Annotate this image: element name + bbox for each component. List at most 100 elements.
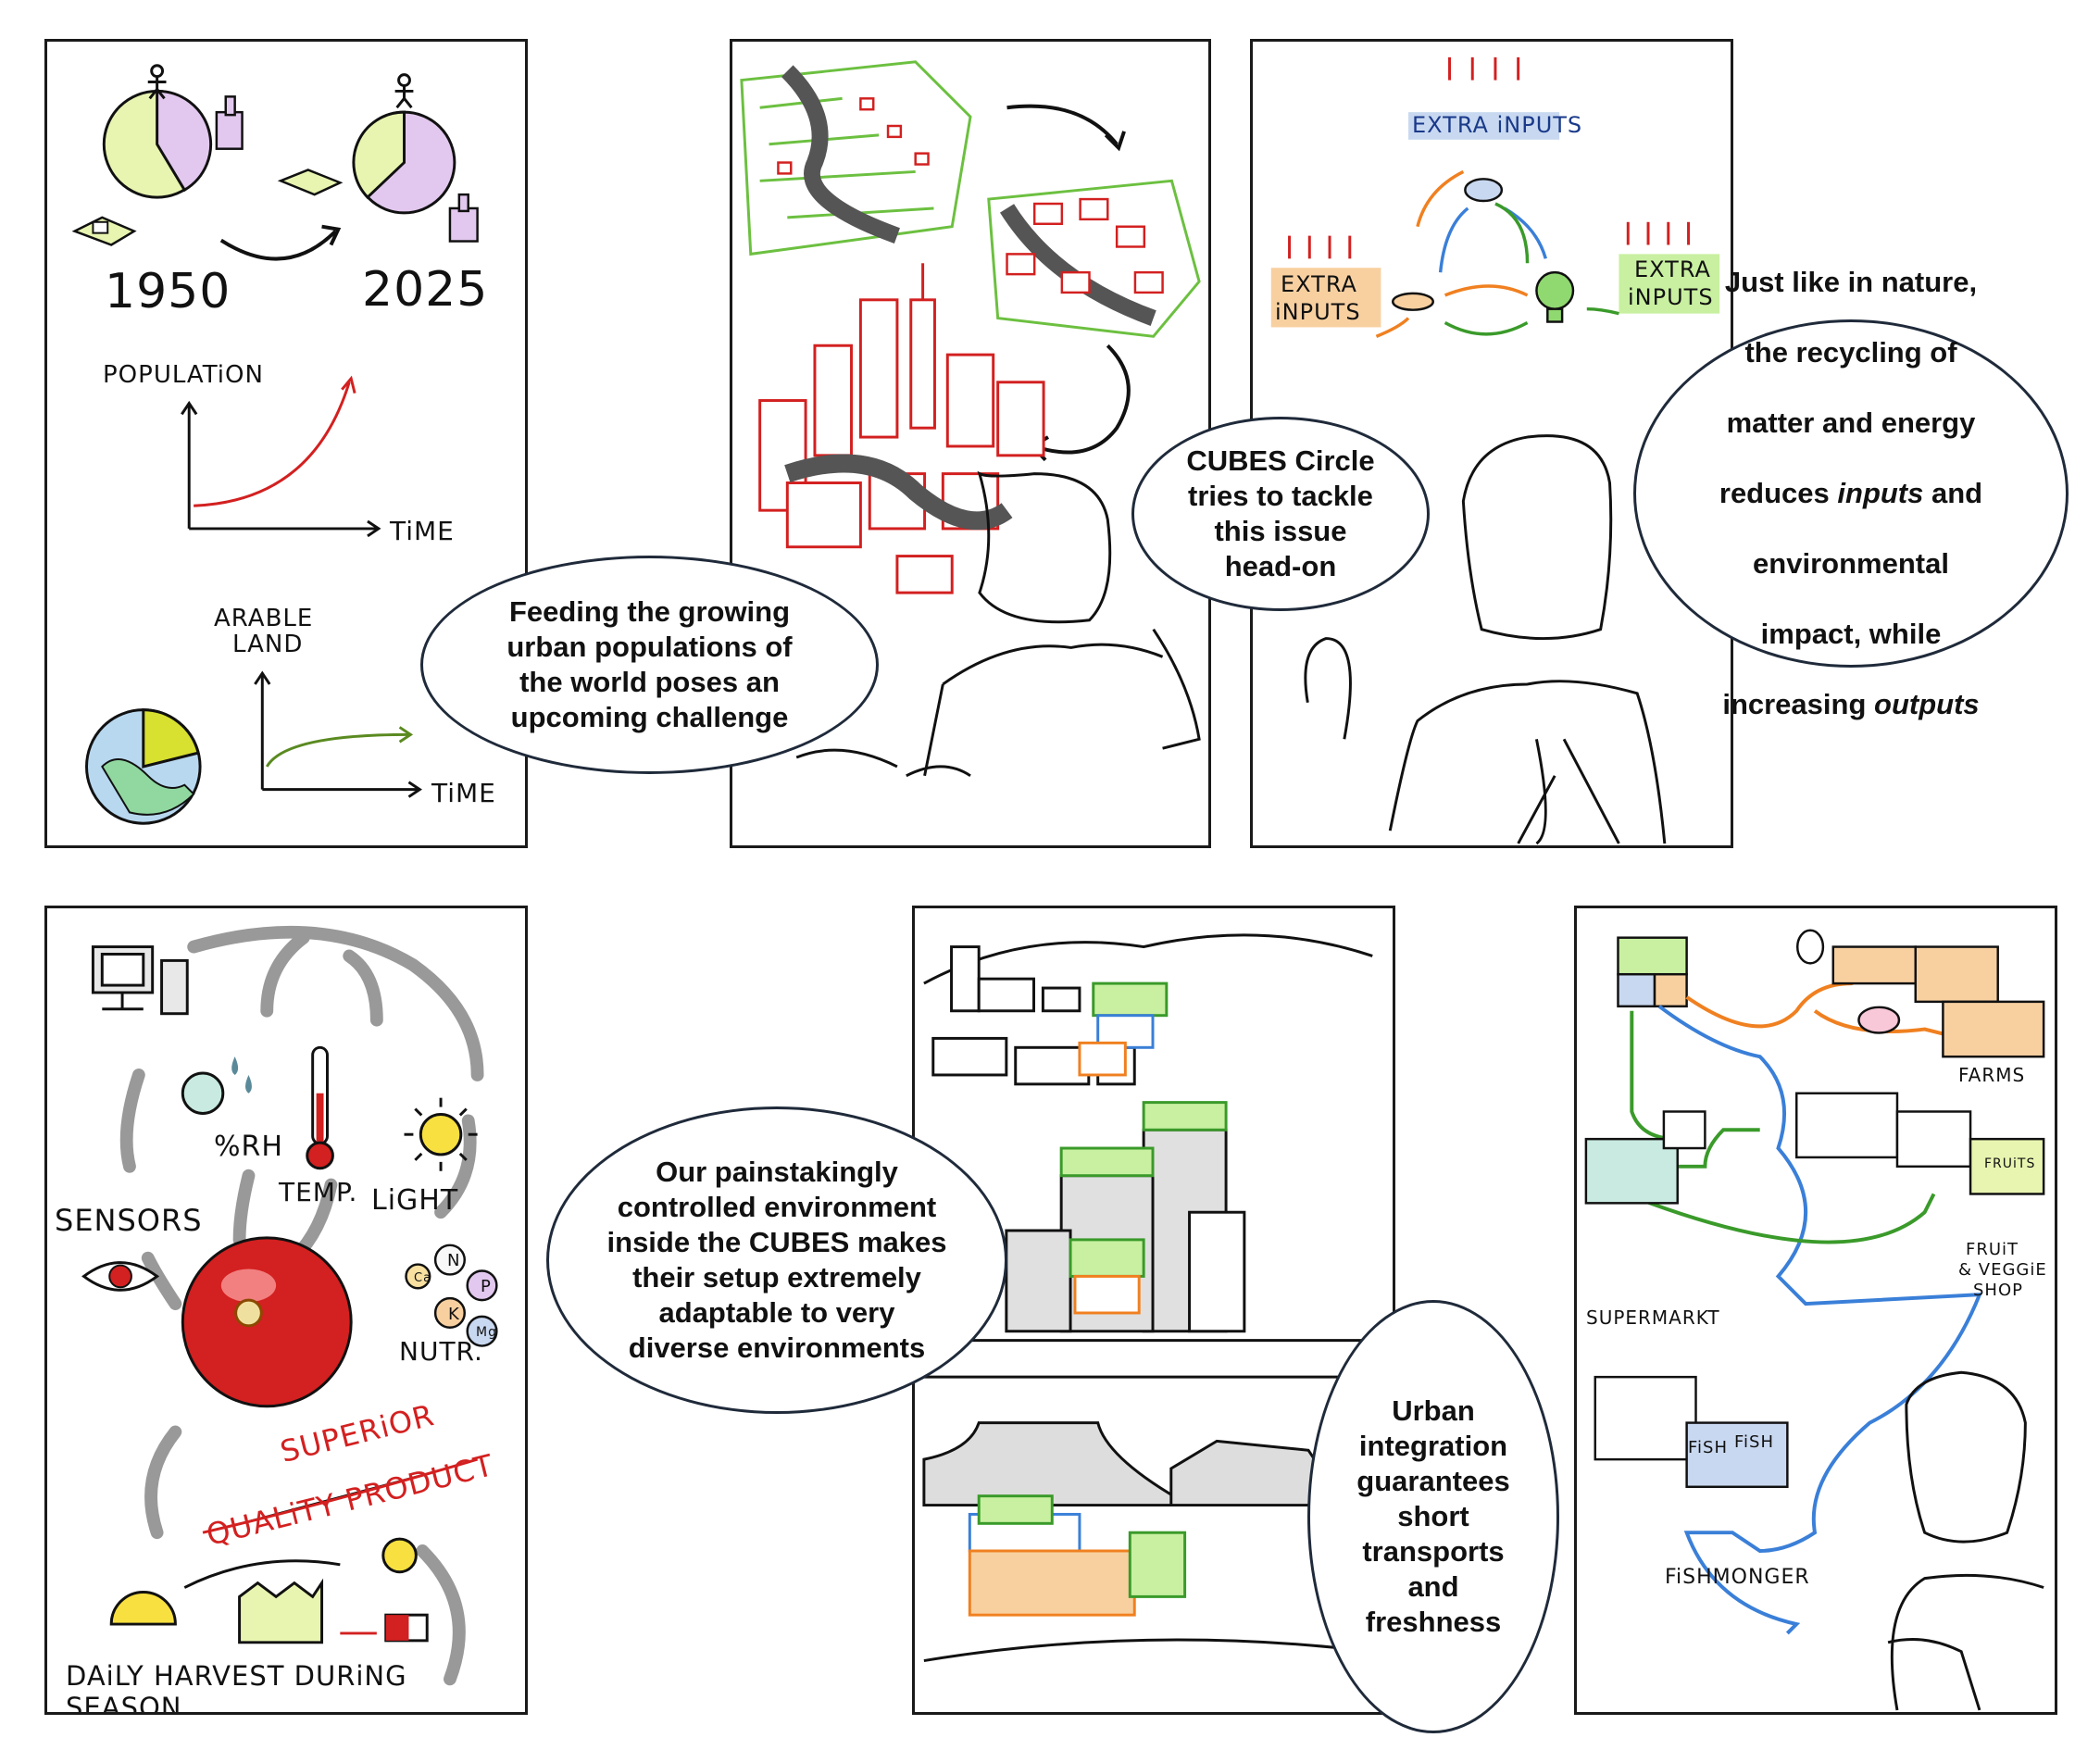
speech-bubble-nature-text: Just like in nature, the recycling of ma…	[1719, 230, 1982, 757]
speech-bubble-feeding: Feeding the growing urban populations of…	[420, 556, 879, 774]
nutrient-icons	[405, 1244, 498, 1347]
village-scene	[923, 933, 1373, 1086]
panel-urban-integration: FARMS FRUiTS FRUiT & VEGGiE SHOP SUPERMA…	[1574, 906, 2057, 1715]
supermarket-building	[1584, 1137, 1679, 1205]
growth-control-illustration	[81, 925, 498, 1686]
supermarket-label: SUPERMARKT	[1586, 1306, 1720, 1329]
thermometer-icon	[306, 1045, 334, 1170]
speech-bubble-controlled: Our painstakingly controlled environment…	[546, 1106, 1007, 1414]
speech-bubble-feeding-text: Feeding the growing urban populations of…	[506, 595, 793, 733]
presenter-figure	[795, 470, 1201, 778]
fruits-sign-label: FRUiTS	[1984, 1156, 2036, 1171]
farms-label: FARMS	[1958, 1064, 2026, 1086]
panel-controlled-growth: %RH TEMP. LiGHT SENSORS N P K Mg Ca NUTR…	[44, 906, 528, 1715]
sensors-label: SENSORS	[55, 1203, 203, 1238]
nature-line-5: environmental	[1753, 547, 1949, 580]
year-2025-label: 2025	[362, 262, 489, 318]
nutrients-label: NUTR.	[399, 1336, 483, 1367]
plant-icon	[1535, 270, 1575, 323]
environments-illustration	[922, 933, 1373, 1663]
speech-bubble-urban-text: Urban integration guarantees short trans…	[1356, 1394, 1510, 1638]
pie-1950	[102, 89, 212, 199]
population-axis-label: POPULATiON	[103, 361, 264, 389]
truck-icon	[384, 1613, 429, 1643]
pig-icon	[1857, 1006, 1901, 1034]
city-icon	[448, 193, 479, 243]
speech-bubble-controlled-text: Our painstakingly controlled environment…	[606, 1156, 947, 1364]
sunrise-icon	[109, 1591, 177, 1626]
fruit-shop-label-line3: SHOP	[1973, 1281, 2023, 1300]
eye-icon	[81, 1261, 160, 1292]
nature-line-4c: and	[1923, 477, 1983, 509]
extra-inputs-right-label-line1: EXTRA	[1634, 256, 1711, 282]
nutrient-letter-n: N	[447, 1251, 461, 1270]
city-map	[758, 263, 1045, 594]
urbanisation-illustration	[740, 60, 1201, 778]
light-label: LiGHT	[371, 1184, 459, 1217]
input-arrows-icon	[1288, 56, 1691, 259]
nature-line-2: the recycling of	[1744, 336, 1957, 369]
shop-buildings	[1795, 1092, 2045, 1195]
nature-line-4b: inputs	[1837, 477, 1924, 509]
farm-buildings	[1831, 945, 2045, 1058]
fruit-shop-label-line2: & VEGGiE	[1958, 1260, 2047, 1280]
presenter-figure	[1887, 1370, 2044, 1711]
humidity-label: %RH	[214, 1131, 283, 1163]
arable-land-axis-label-line2: LAND	[232, 631, 304, 658]
fish-icon	[1464, 178, 1504, 203]
arable-land-graph	[254, 670, 422, 798]
speech-bubble-cubes-circle: CUBES Circle tries to tackle this issue …	[1131, 417, 1430, 611]
time-axis-label-2: TiME	[431, 778, 496, 808]
arable-land-axis-label-line1: ARABLE	[214, 605, 314, 632]
desert-scene	[922, 1421, 1373, 1663]
urban-map-illustration	[1584, 929, 2045, 1711]
cube-farm-icon	[238, 1578, 324, 1644]
city-icon	[215, 95, 244, 150]
temperature-label: TEMP.	[279, 1177, 358, 1207]
countryside-map	[740, 60, 972, 256]
nature-line-7a: increasing	[1722, 688, 1875, 720]
presenter-figure	[1304, 434, 1667, 845]
arrow-icon	[219, 230, 337, 261]
nature-line-7b: outputs	[1874, 688, 1980, 720]
fishmonger-label: FiSHMONGER	[1665, 1566, 1810, 1589]
arrow-icon	[1033, 344, 1131, 455]
shopping-cart-sign-icon	[1662, 1110, 1706, 1150]
globe-icon	[85, 708, 202, 825]
population-graph	[181, 375, 381, 538]
chicken-icon	[1795, 929, 1825, 965]
nutrient-letter-k: K	[448, 1305, 460, 1324]
year-1950-label: 1950	[105, 264, 231, 319]
town-map	[987, 179, 1201, 338]
city-scene	[923, 1101, 1373, 1379]
nature-line-4: reduces inputs and	[1719, 476, 1982, 511]
nutrient-letter-p: P	[481, 1277, 492, 1296]
nutrient-letter-mg: Mg	[476, 1325, 497, 1340]
extra-inputs-left-label-line1: EXTRA	[1281, 271, 1357, 297]
nature-line-6: impact, while	[1760, 618, 1942, 650]
village-icon	[71, 216, 137, 246]
cube-farm-icon	[1617, 936, 1688, 1008]
fish-sign-1: FiSH	[1688, 1438, 1729, 1457]
speech-bubble-cubes-circle-text: CUBES Circle tries to tackle this issue …	[1186, 444, 1375, 582]
extra-inputs-left-label-line2: iNPUTS	[1275, 299, 1361, 325]
fruit-shop-label-line1: FRUiT	[1966, 1240, 2019, 1259]
panel-population-land: 1950 2025 POPULATiON TiME ARABLE LAND Ti…	[44, 39, 528, 848]
extra-inputs-top-label: EXTRA iNPUTS	[1412, 112, 1583, 138]
speech-bubble-urban: Urban integration guarantees short trans…	[1307, 1300, 1559, 1733]
nature-line-7: increasing outputs	[1719, 687, 1982, 722]
sun-icon	[381, 1537, 418, 1574]
computer-icon	[91, 945, 189, 1016]
nature-line-3: matter and energy	[1726, 406, 1976, 439]
cricket-icon	[1392, 292, 1434, 311]
tomato-icon	[181, 1236, 353, 1408]
nature-line-1: Just like in nature,	[1724, 266, 1978, 298]
speech-bubble-nature: Just like in nature, the recycling of ma…	[1633, 266, 2069, 720]
daily-harvest-label: DAiLY HARVEST DURiNG SEASON	[66, 1660, 407, 1715]
person-icon	[147, 64, 167, 100]
cycle-illustration	[1270, 56, 1720, 845]
arrow-icon	[1006, 104, 1119, 146]
nutrient-letter-ca: Ca	[414, 1271, 432, 1285]
nature-line-4a: reduces	[1719, 477, 1838, 509]
population-illustration	[71, 64, 479, 825]
